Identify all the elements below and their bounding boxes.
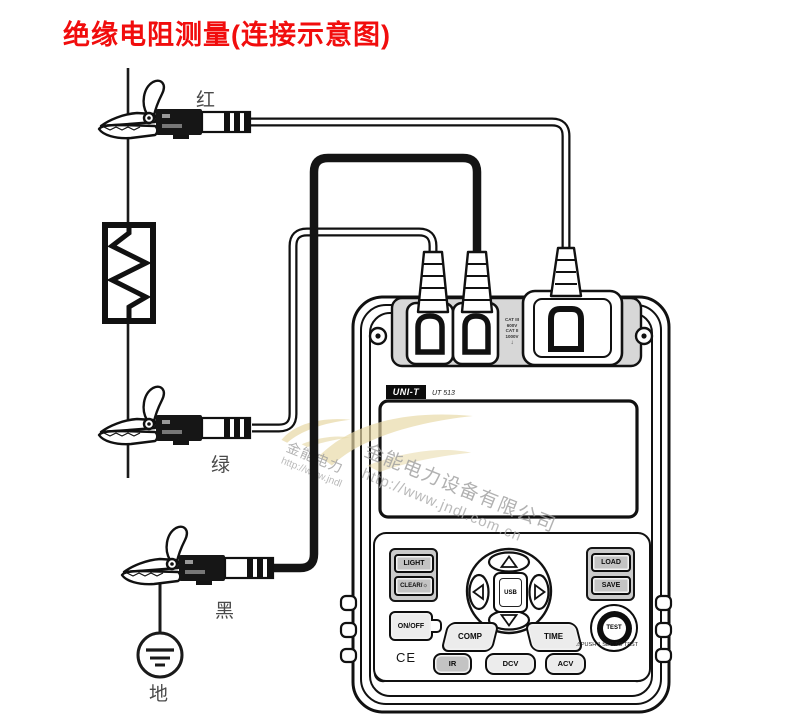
ground-label: 地 (149, 684, 169, 705)
power-button: ON/OFF (389, 611, 433, 641)
ir-button: IR (433, 653, 472, 675)
device-body (339, 289, 673, 714)
red-clip-label: 红 (196, 90, 216, 111)
lead-plug-green (416, 250, 450, 314)
cat-line: CAT III (505, 317, 519, 322)
red-clip (97, 79, 252, 141)
test-button: TEST (590, 604, 638, 652)
cat-line: 1000V (505, 333, 519, 339)
brand-logo: UNI-T (386, 385, 426, 399)
lead-plug-black (460, 250, 494, 314)
cat-rating-block: CAT III 600V CAT II 1000V ↓ (498, 317, 526, 347)
dpad-right-icon (534, 583, 547, 601)
green-clip-label: 绿 (211, 455, 231, 476)
socket-right (451, 301, 500, 366)
black-clip-label: 黑 (215, 601, 235, 622)
light-button: LIGHT (394, 554, 434, 573)
resistor-symbol (102, 222, 156, 324)
power-latch (431, 619, 442, 633)
line-terminal (521, 289, 624, 367)
lead-plug-red (549, 246, 583, 298)
black-clip (120, 525, 275, 587)
dpad-up-icon (499, 554, 519, 568)
green-clip (97, 385, 252, 447)
brand-text: UNI-T (392, 387, 420, 397)
comp-button: COMP (440, 622, 500, 652)
test-hint: ⚠PUSH 1 SEC TO TEST (575, 642, 639, 648)
red-test-lead (249, 117, 571, 252)
usb-button: USB (493, 572, 528, 613)
comp-label: COMP (458, 632, 482, 641)
time-label: TIME (544, 632, 564, 641)
resistor-zigzag (106, 225, 152, 321)
black-test-lead (273, 153, 482, 573)
cat-line: CAT II (505, 328, 519, 334)
side-notches (339, 594, 673, 664)
save-button: SAVE (591, 576, 631, 595)
model-number: UT 513 (432, 390, 455, 397)
dpad-left-icon (471, 583, 484, 601)
ground-symbol (136, 573, 184, 679)
page-title: 绝缘电阻测量(连接示意图) (63, 20, 391, 50)
load-button: LOAD (591, 553, 631, 572)
usb-label: USB (504, 589, 517, 596)
ce-mark: CE (396, 650, 417, 665)
dpad-down-icon (499, 614, 519, 628)
earth-arrow-icon: ↓ (510, 339, 514, 346)
dcv-button: DCV (485, 653, 536, 675)
test-label: TEST (606, 625, 622, 631)
cat-line: 600V (506, 322, 518, 328)
acv-button: ACV (545, 653, 586, 675)
clear-backlight-button: CLEAR/☼ (394, 576, 434, 596)
